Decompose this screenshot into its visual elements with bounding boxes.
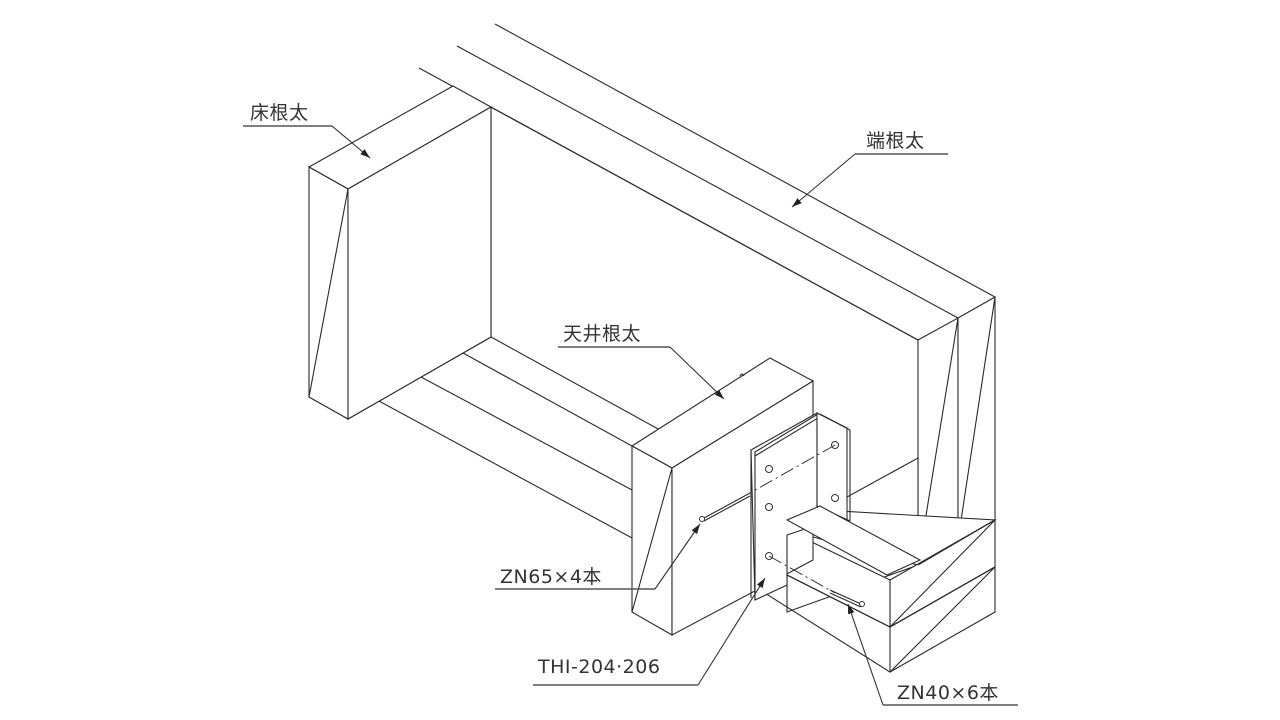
label-hanger-thi: THI-204·206 (538, 656, 661, 678)
label-rim-joist: 端根太 (866, 130, 925, 152)
label-nail-zn65: ZN65×4本 (500, 566, 602, 588)
joist-hanger (699, 412, 922, 608)
label-ceiling-joist: 天井根太 (563, 323, 642, 345)
floor-joist (307, 85, 493, 420)
label-floor-joist: 床根太 (250, 102, 309, 124)
leaders (243, 125, 1018, 706)
label-nail-zn40: ZN40×6本 (897, 682, 999, 704)
